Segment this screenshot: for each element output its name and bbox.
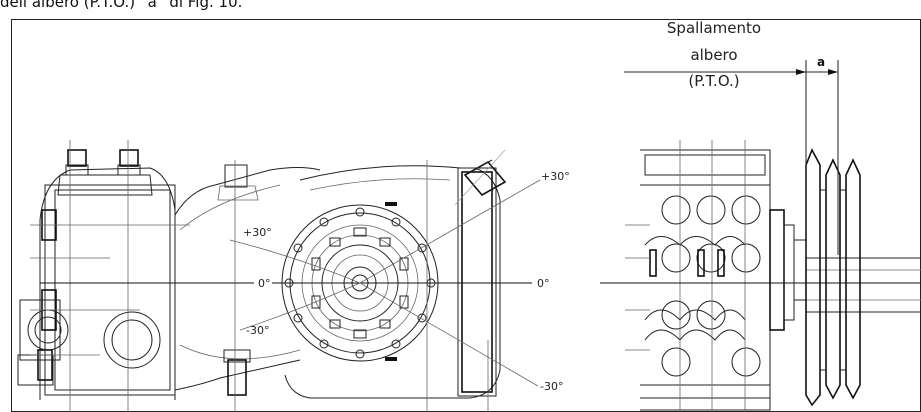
shoulder-label-line3: (P.T.O.) <box>688 72 739 90</box>
dimension-letter-a: a <box>817 55 825 69</box>
label-left-zero: 0° <box>258 277 271 290</box>
shoulder-label-line2: albero <box>690 46 737 64</box>
label-right-zero: 0° <box>537 277 550 290</box>
label-right-plus-30: +30° <box>541 170 570 183</box>
pto-shaft <box>805 257 921 313</box>
dimension-arrow-left <box>796 69 806 75</box>
top-bolts <box>57 149 153 196</box>
label-left-minus-30: -30° <box>246 324 269 337</box>
pulley <box>805 148 861 407</box>
label-left-plus-30: +30° <box>243 226 272 239</box>
shoulder-label-line1: Spallamento <box>667 19 761 37</box>
dimension-arrow-right <box>828 69 838 75</box>
label-right-minus-30: -30° <box>540 380 563 393</box>
pump-side-view: a Spallamento albero (P.T.O.) <box>600 19 921 412</box>
figure-caption: dell’albero (P.T.O.) “a” di Fig. 10. <box>0 0 243 11</box>
crank-flange <box>281 202 439 362</box>
angle-ray-positive <box>359 179 541 284</box>
manifold-block <box>17 167 176 400</box>
pump-front-view: +30° 0° -30° +30° 0° -30° <box>17 140 570 412</box>
angle-ray-negative <box>359 282 539 387</box>
